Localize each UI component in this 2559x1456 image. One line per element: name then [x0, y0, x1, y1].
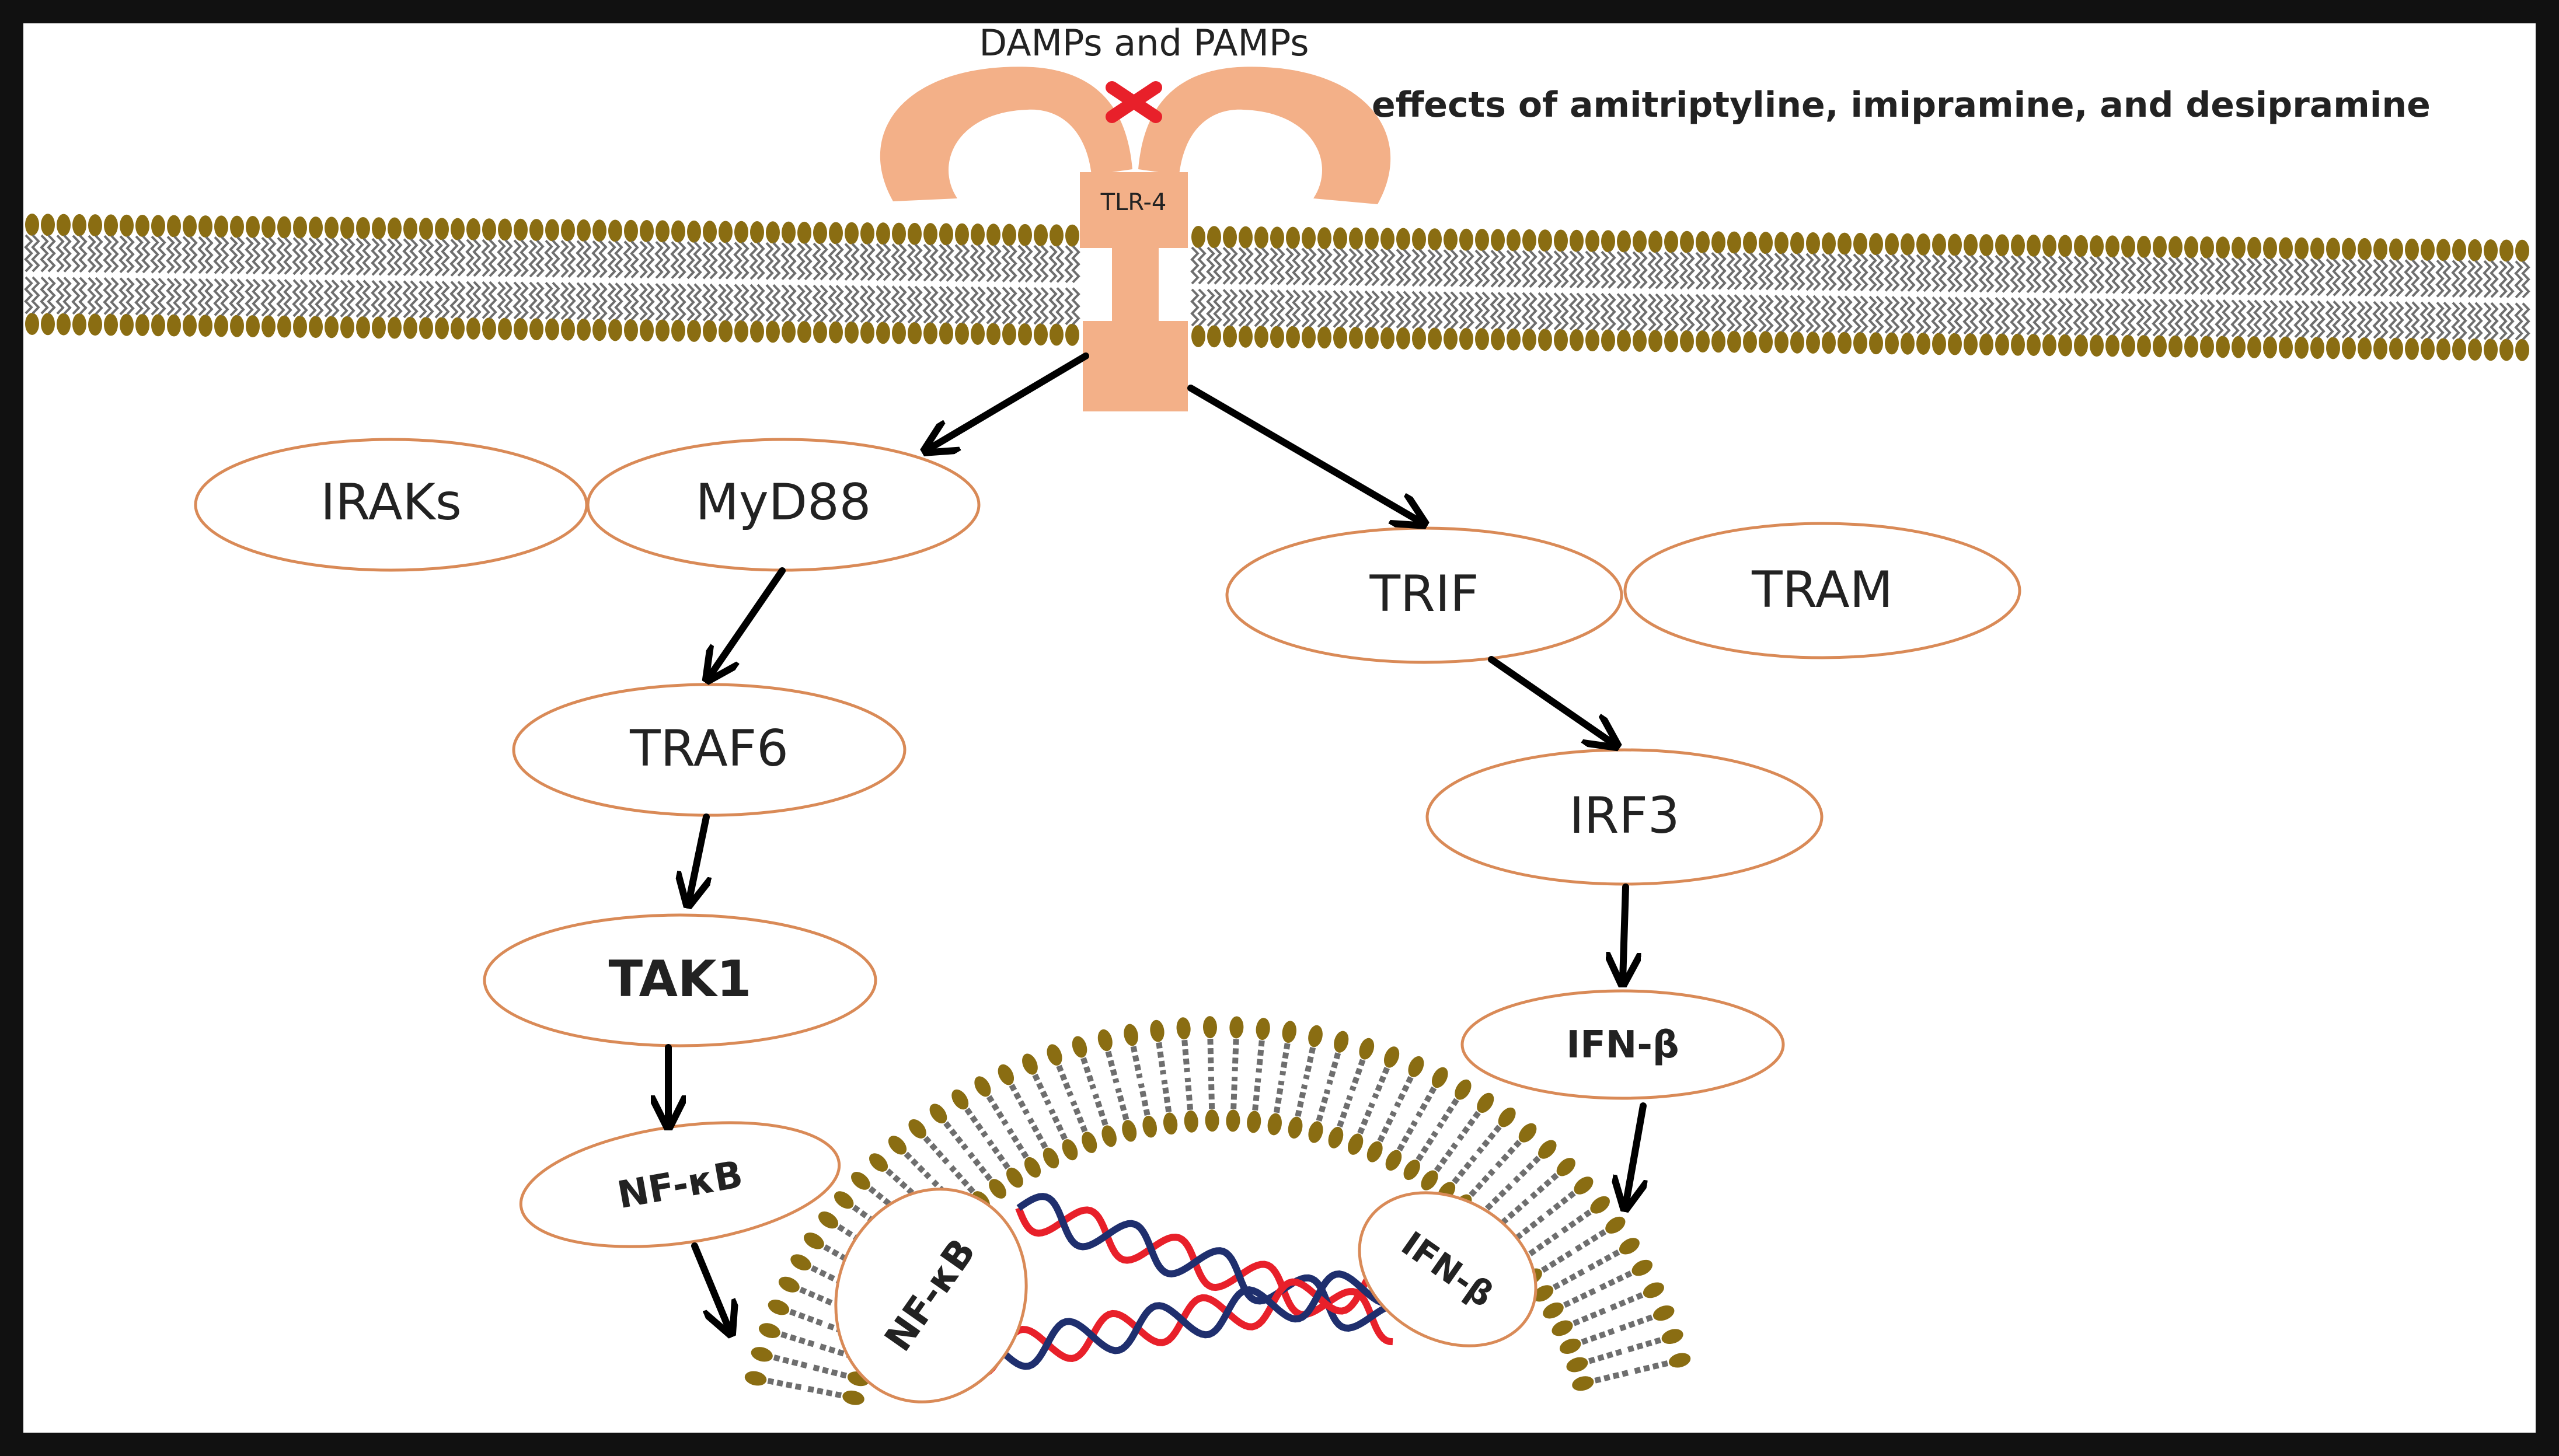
arrow-tlr4-to-myd88 [928, 352, 1089, 449]
arrow-traf6-to-tak1 [689, 813, 706, 902]
node-irf3: IRF3 [1425, 748, 1824, 886]
node-nfkb: NF-κB [519, 1121, 841, 1248]
arrow-nfkb-to-nucleus [691, 1242, 730, 1331]
tlr4-receptor: TLR-4 [880, 67, 1391, 411]
arrow-tlr4-to-trif [1187, 385, 1421, 522]
node-iraks-label: IRAKs [320, 473, 462, 532]
node-iraks: IRAKs [194, 438, 588, 572]
node-ifnb-label: IFN-β [1566, 1024, 1679, 1067]
nuclear-ifnb: IFN-β [1358, 1191, 1538, 1347]
ligand-label: DAMPs and PAMPs [979, 22, 1309, 64]
node-tak1-label: TAK1 [608, 950, 751, 1008]
receptor-transmembrane-stalk [1112, 245, 1159, 333]
arrow-ifnb-to-nucleus [1626, 1102, 1643, 1205]
node-tram-label: TRAM [1751, 561, 1893, 619]
nuclear-nfkb: NF-κB [834, 1188, 1028, 1403]
drug-effect-label: effects of amitriptyline, imipramine, an… [1372, 85, 2431, 125]
node-myd88-label: MyD88 [696, 473, 871, 532]
arrow-irf3-to-ifnb [1623, 884, 1626, 980]
node-tak1: TAK1 [483, 913, 877, 1048]
receptor-label: TLR-4 [1100, 189, 1167, 216]
arrow-myd88-to-traf6 [709, 567, 786, 677]
inhibition-x-icon [1106, 81, 1162, 123]
node-tram: TRAM [1623, 522, 2021, 659]
receptor-extracellular-block [1080, 172, 1188, 248]
receptor-left-arm [880, 67, 1132, 201]
node-irf3-label: IRF3 [1569, 787, 1679, 845]
plasma-membrane-bilayer [24, 214, 2530, 361]
receptor-intracellular-block [1083, 321, 1188, 411]
receptor-right-arm [1138, 67, 1391, 204]
node-trif: TRIF [1225, 526, 1623, 664]
node-ifnb: IFN-β [1460, 989, 1785, 1100]
node-trif-label: TRIF [1369, 565, 1479, 623]
node-myd88: MyD88 [586, 438, 981, 572]
node-traf6: TRAF6 [512, 683, 907, 817]
node-traf6-label: TRAF6 [629, 720, 789, 778]
dna-helix-icon [954, 1193, 1406, 1378]
arrow-trif-to-irf3 [1488, 656, 1614, 744]
